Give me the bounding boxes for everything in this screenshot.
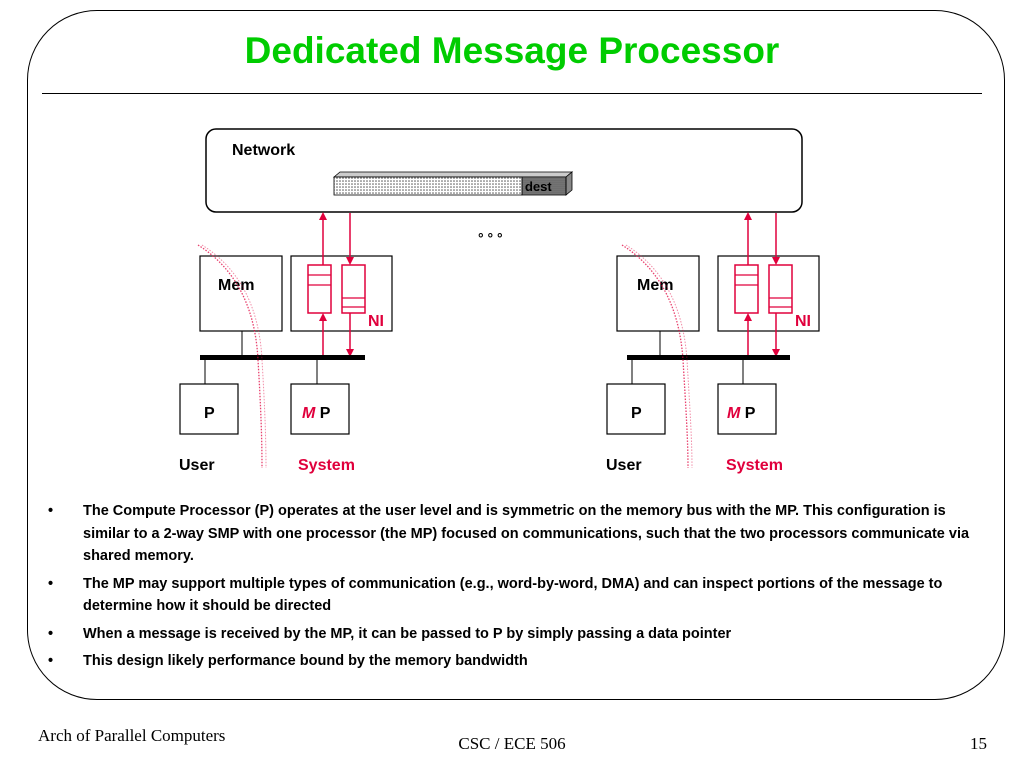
bullet-item: • The MP may support multiple types of co… xyxy=(48,573,978,618)
bullet-dot: • xyxy=(48,625,54,642)
mem-label: Mem xyxy=(218,277,254,294)
footer-course-name: Arch of Parallel Computers xyxy=(38,726,226,745)
system-label: System xyxy=(298,457,355,474)
bullet-text: This design likely performance bound by … xyxy=(83,653,528,669)
compute-processor-label: P xyxy=(631,405,642,422)
bullet-text: The MP may support multiple types of com… xyxy=(83,575,943,615)
user-label: User xyxy=(606,457,642,474)
ni-queue-in xyxy=(768,264,793,314)
slide-title: Dedicated Message Processor xyxy=(244,30,780,71)
compute-processor-label: P xyxy=(204,405,215,422)
ni-label: NI xyxy=(795,313,811,330)
node-ellipsis: ° ° ° xyxy=(478,230,503,246)
message-processor-label: M P xyxy=(727,405,756,422)
mp-p: P xyxy=(740,405,755,422)
title-divider xyxy=(42,93,982,94)
message-processor-diagram: Network dest ° ° ° Mem NI P xyxy=(179,128,820,474)
ni-queue-out xyxy=(734,264,759,314)
mp-italic-m: M xyxy=(302,405,316,422)
bullet-item: • The Compute Processor (P) operates at t… xyxy=(48,500,978,568)
node-left: Mem NI P M P User System xyxy=(179,212,393,474)
protection-boundary xyxy=(621,244,689,469)
network-label: Network xyxy=(232,142,295,159)
user-label: User xyxy=(179,457,215,474)
footer-course-code: CSC / ECE 506 xyxy=(458,734,566,753)
mp-p: P xyxy=(315,405,330,422)
mem-box xyxy=(616,255,700,332)
compute-processor-box xyxy=(606,383,666,435)
message-processor-box xyxy=(717,383,777,435)
message-packet xyxy=(332,171,574,196)
memory-bus xyxy=(200,355,365,360)
slide-frame xyxy=(27,10,1005,700)
memory-bus xyxy=(627,355,790,360)
protection-boundary xyxy=(197,244,263,469)
ni-label: NI xyxy=(368,313,384,330)
bullet-item: • This design likely performance bound by… xyxy=(48,650,978,673)
mem-box xyxy=(199,255,283,332)
message-processor-label: M P xyxy=(302,405,331,422)
system-label: System xyxy=(726,457,783,474)
bullet-list: • The Compute Processor (P) operates at t… xyxy=(48,500,978,678)
bullet-text: When a message is received by the MP, it… xyxy=(83,625,732,642)
bullet-item: • When a message is received by the MP, i… xyxy=(48,623,978,646)
network-box xyxy=(205,128,803,213)
compute-processor-box xyxy=(179,383,239,435)
ni-queue-out xyxy=(307,264,332,314)
bullet-dot: • xyxy=(48,653,54,669)
bullet-dot: • xyxy=(48,575,54,592)
bullet-text: The Compute Processor (P) operates at th… xyxy=(83,503,970,564)
ni-queue-in xyxy=(341,264,366,314)
bullet-dot: • xyxy=(48,503,54,519)
message-processor-box xyxy=(290,383,350,435)
dest-label: dest xyxy=(525,179,552,194)
page-number: 15 xyxy=(970,734,987,753)
mem-label: Mem xyxy=(637,277,673,294)
mp-italic-m: M xyxy=(727,405,741,422)
node-right: Mem NI P M P User System xyxy=(606,212,820,474)
